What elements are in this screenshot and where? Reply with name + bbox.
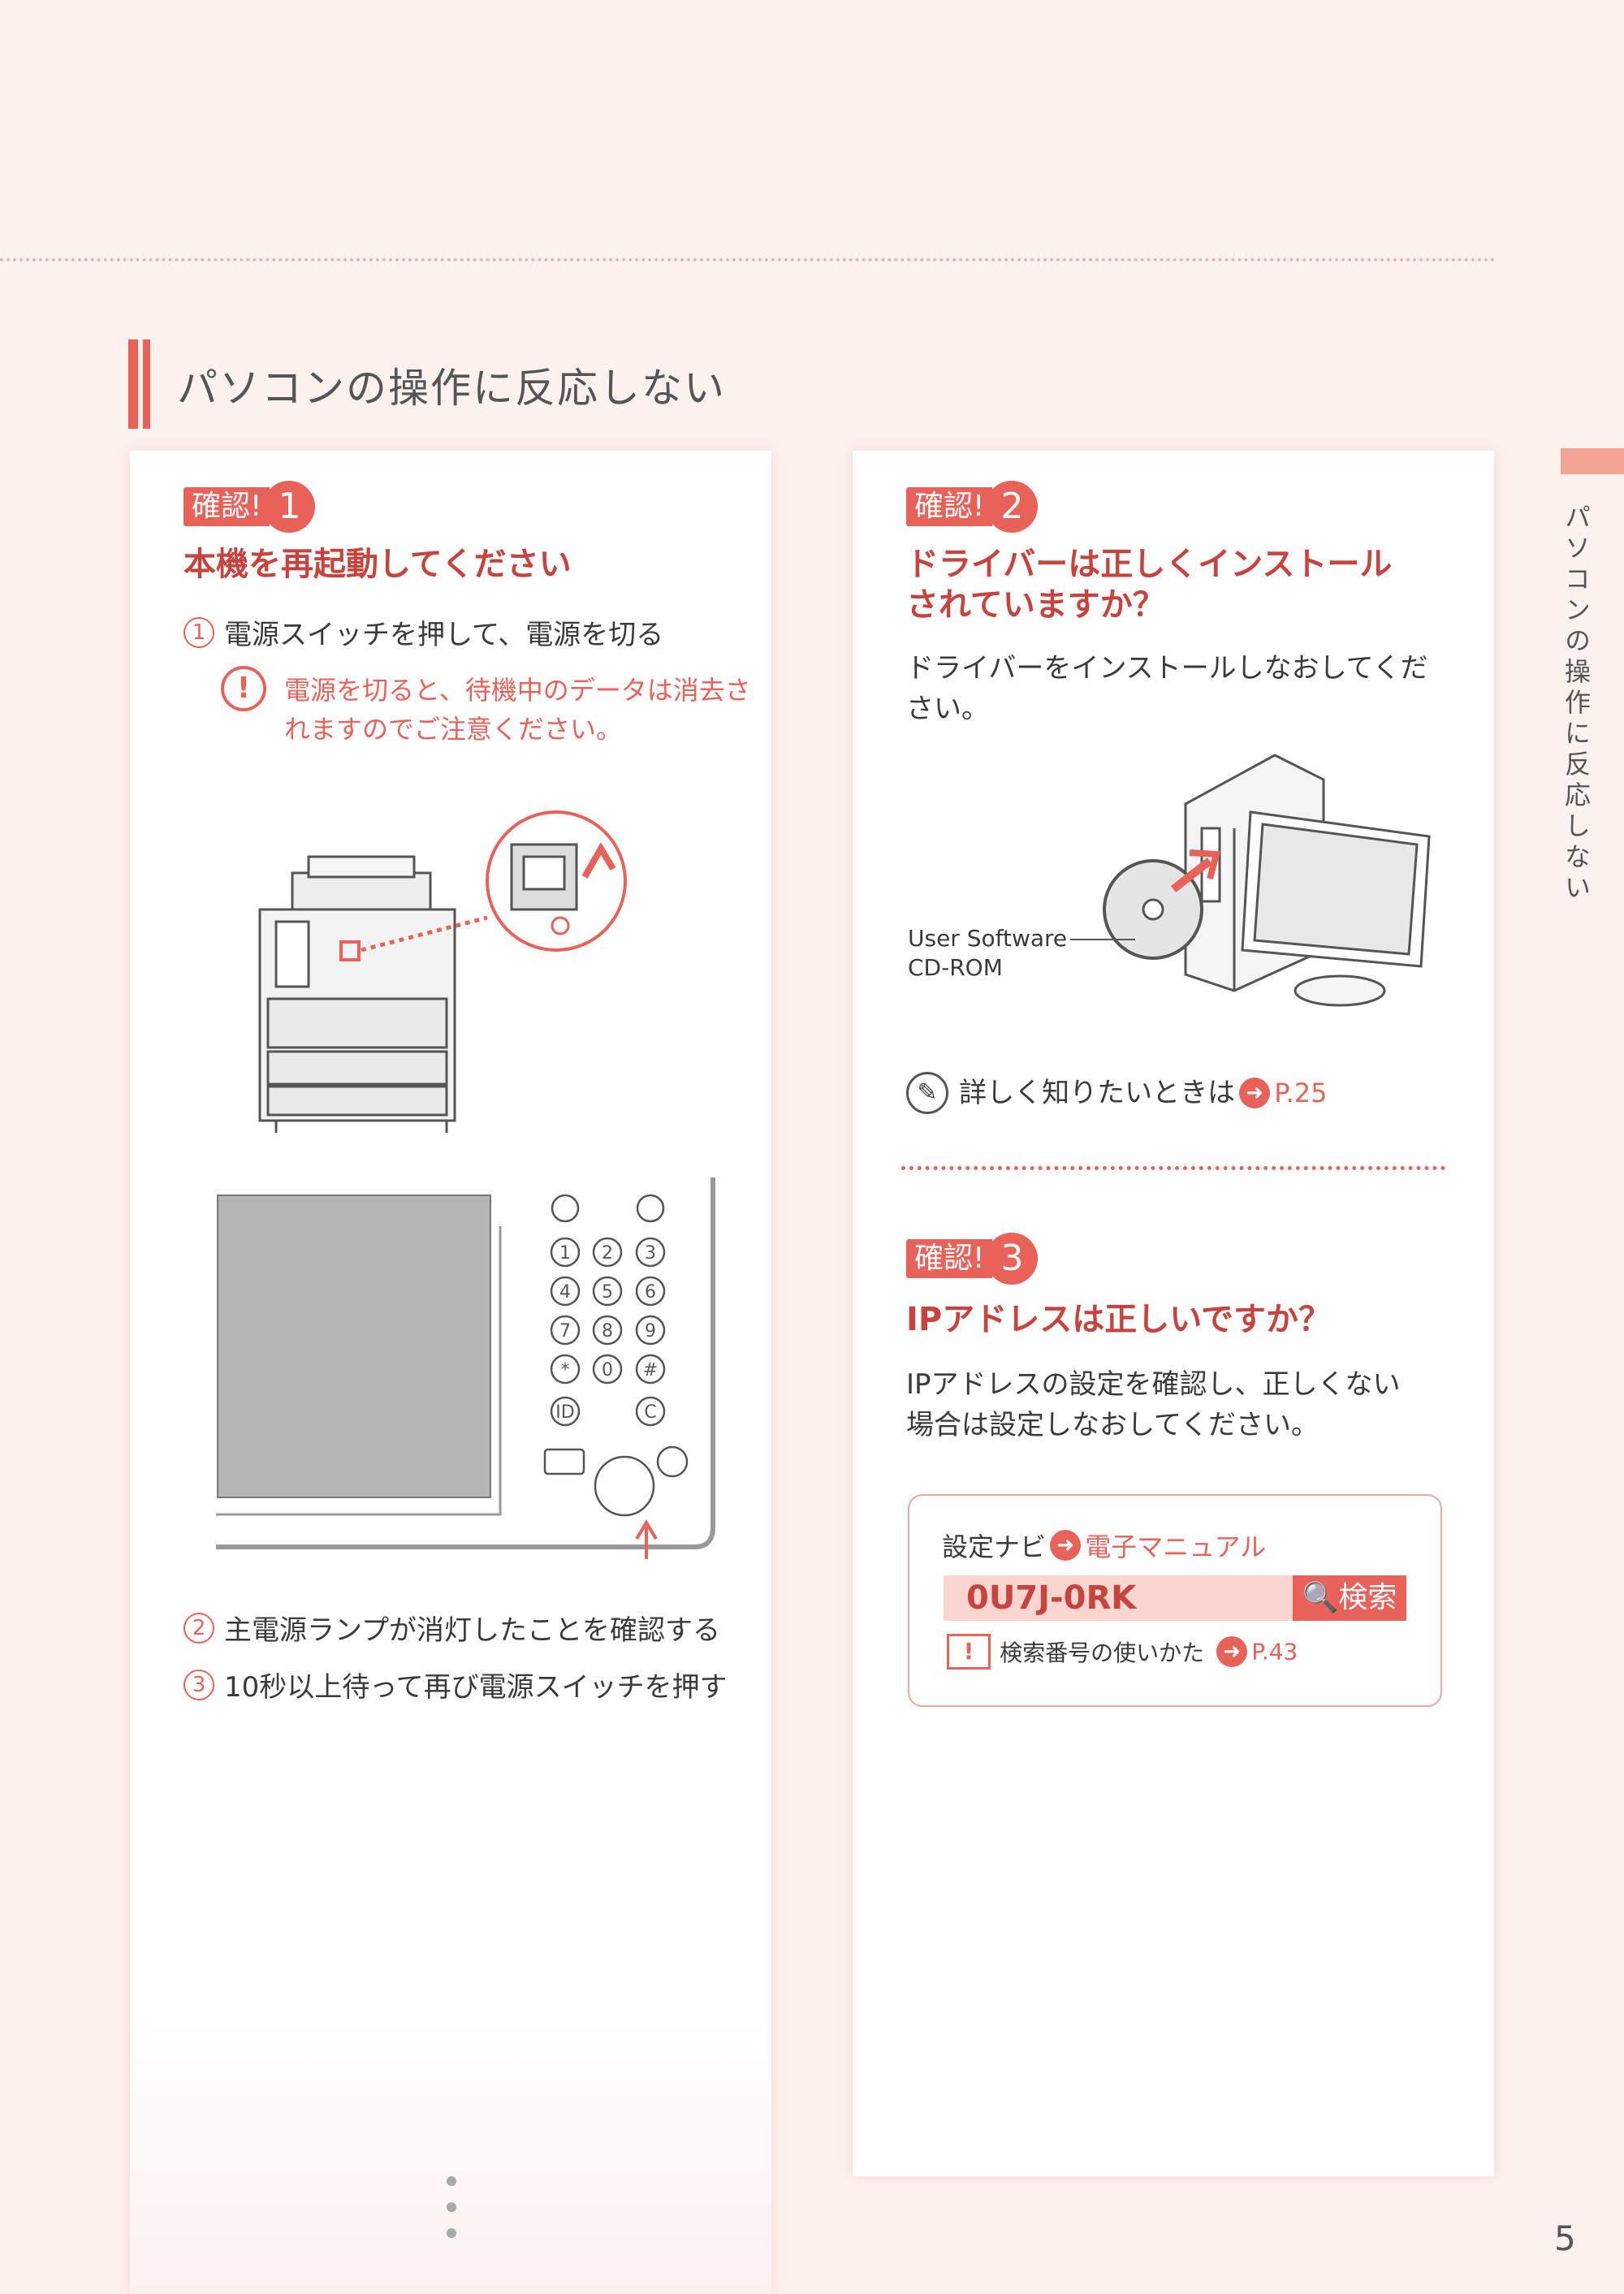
check2-heading-line1: ドライバーは正しくインストール bbox=[906, 546, 1393, 583]
section-dotted-separator bbox=[901, 1166, 1445, 1170]
check3-badge: 確認! 3 bbox=[906, 1233, 1039, 1285]
step-text: 10秒以上待って再び電源スイッチを押す bbox=[224, 1671, 728, 1704]
svg-text:ID: ID bbox=[555, 1402, 574, 1423]
manual-warning-icon: ! bbox=[947, 1634, 991, 1670]
search-button-label: 検索 bbox=[1338, 1581, 1397, 1614]
check1-warning-line2: れますのでご注意ください。 bbox=[284, 714, 623, 745]
more-info-text: 詳しく知りたいときは bbox=[959, 1077, 1236, 1109]
how-to-ref-link[interactable]: P.43 bbox=[1251, 1638, 1298, 1665]
side-tab-marker bbox=[1561, 448, 1624, 474]
check2-more-info: ✎ 詳しく知りたいときは ➜ P.25 bbox=[906, 1072, 1327, 1114]
step-text: 主電源ランプが消灯したことを確認する bbox=[224, 1614, 720, 1647]
more-info-ref-link[interactable]: P.25 bbox=[1274, 1078, 1328, 1108]
step-number: 1 bbox=[184, 616, 214, 648]
page-title: パソコンの操作に反応しない bbox=[177, 365, 726, 412]
check1-badge-number: 1 bbox=[263, 481, 316, 533]
svg-text:1: 1 bbox=[559, 1243, 571, 1264]
search-icon: 🔍 bbox=[1302, 1581, 1339, 1614]
check2-badge: 確認! 2 bbox=[906, 481, 1039, 533]
check2-badge-label: 確認! bbox=[906, 487, 993, 526]
cd-leader-line bbox=[1070, 939, 1135, 940]
check3-heading: IPアドレスは正しいですか？ bbox=[906, 1301, 1331, 1338]
check1-badge: 確認! 1 bbox=[184, 481, 316, 533]
navi-label: 設定ナビ bbox=[942, 1531, 1047, 1562]
printer-illustration bbox=[258, 810, 627, 1133]
arrow-right-icon: ➜ bbox=[1050, 1530, 1082, 1561]
warning-icon: ! bbox=[221, 666, 266, 711]
check3-body-line1: IPアドレスの設定を確認し、正しくない bbox=[906, 1368, 1401, 1401]
navi-target-link[interactable]: 電子マニュアル bbox=[1085, 1531, 1267, 1562]
cd-label-line1: User Software bbox=[908, 925, 1068, 952]
svg-text:0: 0 bbox=[602, 1360, 613, 1380]
check-card-right bbox=[853, 451, 1494, 2176]
svg-text:*: * bbox=[561, 1360, 570, 1380]
how-to-row: ! 検索番号の使いかた ➜ P.43 bbox=[947, 1634, 1298, 1670]
arrow-right-icon: ➜ bbox=[1239, 1078, 1271, 1108]
check1-step-3: 3 10秒以上待って再び電源スイッチを押す bbox=[184, 1665, 728, 1704]
step-text: 電源スイッチを押して、電源を切る bbox=[224, 619, 664, 651]
check1-step-1: 1 電源スイッチを押して、電源を切る bbox=[184, 612, 663, 652]
svg-text:5: 5 bbox=[602, 1282, 613, 1303]
check2-body-line2: さい。 bbox=[906, 693, 989, 725]
pencil-icon: ✎ bbox=[906, 1072, 948, 1114]
svg-text:2: 2 bbox=[602, 1243, 613, 1264]
check3-body-line2: 場合は設定しなおしてください。 bbox=[906, 1409, 1319, 1441]
svg-text:8: 8 bbox=[602, 1321, 613, 1341]
pc-cd-illustration bbox=[1103, 754, 1431, 1007]
check3-badge-number: 3 bbox=[986, 1233, 1039, 1285]
step-number: 3 bbox=[184, 1669, 214, 1700]
svg-text:6: 6 bbox=[645, 1282, 656, 1303]
check1-warning-line1: 電源を切ると、待機中のデータは消去さ bbox=[284, 675, 751, 706]
svg-text:#: # bbox=[643, 1360, 658, 1380]
check2-badge-number: 2 bbox=[986, 481, 1039, 533]
svg-text:9: 9 bbox=[645, 1321, 656, 1341]
check1-badge-label: 確認! bbox=[184, 487, 270, 526]
arrow-right-icon: ➜ bbox=[1216, 1636, 1248, 1667]
navi-label-row: 設定ナビ ➜ 電子マニュアル bbox=[942, 1527, 1266, 1564]
search-code-field[interactable]: 0U7J-0RK bbox=[944, 1575, 1293, 1621]
how-to-text: 検索番号の使いかた bbox=[1000, 1639, 1205, 1666]
check2-body-line1: ドライバーをインストールしなおしてくだ bbox=[906, 652, 1428, 685]
check3-badge-label: 確認! bbox=[906, 1239, 993, 1278]
check2-heading-line2: されていますか？ bbox=[906, 586, 1165, 624]
check1-heading: 本機を再起動してください bbox=[184, 546, 572, 583]
svg-text:3: 3 bbox=[645, 1243, 656, 1264]
side-tab-label: パソコンの操作に反応しない bbox=[1561, 503, 1592, 905]
cd-label-line2: CD-ROM bbox=[908, 954, 1003, 981]
search-button[interactable]: 🔍検索 bbox=[1293, 1575, 1406, 1621]
control-panel-illustration: 1 2 3 4 5 6 7 8 9 * 0 # ID C bbox=[216, 1177, 715, 1559]
title-accent-bars bbox=[128, 339, 154, 429]
check1-step-2: 2 主電源ランプが消灯したことを確認する bbox=[184, 1608, 720, 1648]
page-number: 5 bbox=[1554, 2218, 1576, 2258]
step-number: 2 bbox=[184, 1612, 214, 1644]
top-dotted-rule bbox=[0, 258, 1496, 261]
svg-text:C: C bbox=[644, 1402, 656, 1423]
svg-text:7: 7 bbox=[559, 1321, 571, 1341]
svg-text:4: 4 bbox=[559, 1282, 571, 1303]
